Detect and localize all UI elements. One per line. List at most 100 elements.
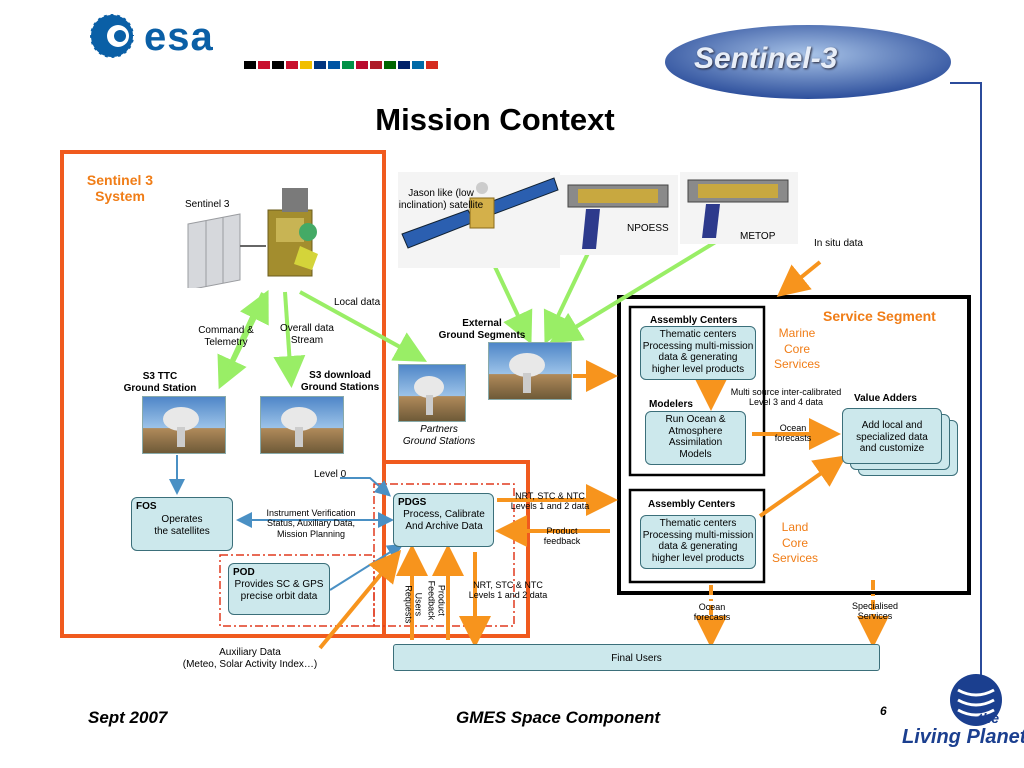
thematic-top-line4: higher level products: [651, 363, 745, 375]
nrt-bottom-line1: NRT, STC & NTC: [473, 580, 543, 590]
download-ground-station-photo: [260, 396, 344, 454]
sentinel3-badge-text: Sentinel-3: [694, 42, 838, 75]
fos-title: FOS: [136, 501, 157, 512]
pod-box[interactable]: POD Provides SC & GPS precise orbit data: [228, 563, 330, 615]
system-title: Sentinel 3 System: [70, 172, 170, 204]
ocean-bottom-line1: Ocean: [698, 602, 726, 612]
system-title-line2: System: [95, 188, 145, 205]
pdgs-line2: And Archive Data: [405, 520, 483, 532]
ocean-fc-line2: forecasts: [774, 433, 812, 444]
system-title-line1: Sentinel 3: [86, 172, 154, 188]
marine-core-services-label: Marine Core Services: [764, 326, 830, 373]
assembly-top-border: [628, 305, 766, 477]
fos-line2: the satellites: [154, 525, 210, 537]
marine-line3: Services: [773, 357, 820, 372]
jason-satellite-label: Jason like (low inclination) satellite: [386, 188, 496, 211]
pod-title: POD: [233, 567, 255, 578]
dl-label-line1: S3 download: [309, 370, 371, 381]
users-req-line1: Users: [413, 592, 424, 617]
model-line1: Run Ocean &: [665, 414, 726, 425]
thematic-top-box[interactable]: Thematic centers Processing multi-missio…: [640, 326, 756, 380]
footer-date: Sept 2007: [88, 708, 168, 727]
aux-line2: (Meteo, Solar Activity Index…): [182, 658, 318, 670]
model-line4: Models: [679, 448, 712, 460]
product-feedback-label: Product feedback: [530, 526, 594, 547]
nrt-bottom-line2: Levels 1 and 2 data: [468, 590, 548, 601]
ext-gs-line2: Ground Segments: [438, 329, 526, 341]
ocean-forecasts-label: Ocean forecasts: [763, 423, 823, 444]
pdgs-line1: Process, Calibrate: [403, 509, 485, 520]
multi-source-label: Multi source inter-calibrated Level 3 an…: [722, 387, 850, 408]
modelers-desc: Run Ocean & Atmosphere Assimilation Mode…: [646, 414, 745, 460]
frame-line-right: [980, 82, 982, 682]
living-planet-the: the: [978, 710, 999, 726]
nrt-top-line2: Levels 1 and 2 data: [510, 501, 590, 512]
modelers-box[interactable]: Run Ocean & Atmosphere Assimilation Mode…: [645, 411, 746, 465]
frame-line-top: [950, 82, 982, 84]
value-adders-title: Value Adders: [854, 393, 917, 404]
pod-line1: Provides SC & GPS: [234, 579, 324, 590]
sentinel3-satellite-image: [182, 184, 332, 291]
command-telemetry-label: Command & Telemetry: [188, 325, 264, 348]
thematic-top-line1: Thematic centers: [659, 329, 737, 340]
sentinel3-satellite-label: Sentinel 3: [185, 199, 230, 210]
nrt-bottom-label: NRT, STC & NTC Levels 1 and 2 data: [458, 580, 558, 601]
va-line1: Add local and: [861, 420, 923, 431]
pf-line2: feedback: [543, 536, 581, 547]
external-gs-label: External Ground Segments: [430, 318, 534, 341]
spec-line2: Services: [857, 611, 893, 622]
final-users-bar[interactable]: Final Users: [393, 644, 880, 671]
modelers-title: Modelers: [649, 399, 693, 410]
ttc-station-label: S3 TTC Ground Station: [110, 371, 210, 394]
pod-desc: Provides SC & GPS precise orbit data: [229, 579, 329, 602]
va-line3: and customize: [859, 443, 925, 454]
users-requests-label: Users Requests: [403, 581, 424, 627]
spec-line1: Specialised: [851, 601, 899, 611]
esa-logo: esa: [82, 8, 252, 64]
living-planet-swoosh-icon: [950, 674, 1002, 726]
level0-label: Level 0: [314, 469, 347, 480]
land-line2: Core: [781, 535, 808, 550]
thematic-bottom-box[interactable]: Thematic centers Processing multi-missio…: [640, 515, 756, 569]
instr-line1: Instrument Verification: [266, 508, 356, 518]
download-station-label: S3 download Ground Stations: [292, 370, 388, 393]
ext-gs-line1: External: [462, 318, 502, 329]
pf-line1: Product: [546, 526, 578, 536]
in-situ-label: In situ data: [814, 238, 863, 249]
value-adders-box[interactable]: Add local and specialized data and custo…: [842, 408, 942, 464]
ocean-forecasts-bottom-label: Ocean forecasts: [682, 602, 742, 623]
page-number: 6: [880, 704, 887, 718]
overall-label-line1: Overall data: [280, 323, 334, 334]
partners-gs-label: Partners Ground Stations: [394, 424, 484, 447]
esa-logo-text: esa: [144, 15, 214, 59]
ocean-bottom-line2: forecasts: [693, 612, 731, 623]
fos-line1: Operates: [161, 514, 203, 525]
esa-logo-mark-icon: [89, 13, 135, 59]
thematic-bottom-desc: Thematic centers Processing multi-missio…: [641, 518, 755, 564]
thematic-bottom-line1: Thematic centers: [659, 518, 737, 529]
sentinel3-badge: Sentinel-3: [662, 22, 954, 102]
fos-box[interactable]: FOS Operates the satellites: [131, 497, 233, 551]
command-label-line1: Command &: [198, 325, 254, 336]
specialised-services-label: Specialised Services: [840, 601, 910, 622]
nrt-top-line1: NRT, STC & NTC: [515, 491, 585, 501]
partners-ground-station-photo: [398, 364, 466, 422]
external-ground-station-photo: [488, 342, 572, 400]
living-planet-logo: the Living Planet: [898, 670, 1024, 760]
marine-line1: Marine: [778, 326, 816, 340]
final-users-label: Final Users: [611, 653, 662, 664]
pod-line2: precise orbit data: [240, 590, 318, 602]
land-line1: Land: [781, 520, 809, 534]
jason-label-line1: Jason like (low: [408, 188, 474, 199]
value-adders-desc: Add local and specialized data and custo…: [843, 420, 941, 455]
product-feedback-vertical-label: Product Feedback: [426, 573, 446, 627]
thematic-bottom-line2: Processing multi-mission: [642, 529, 754, 541]
land-core-services-label: Land Core Services: [764, 520, 826, 567]
service-segment-title: Service Segment: [823, 308, 936, 324]
assembly-top-title: Assembly Centers: [650, 315, 738, 326]
pdgs-box[interactable]: PDGS Process, Calibrate And Archive Data: [393, 493, 494, 547]
member-flags: [244, 56, 544, 69]
jason-label-line2: inclination) satellite: [398, 199, 484, 211]
multi-line1: Multi source inter-calibrated: [730, 387, 842, 397]
